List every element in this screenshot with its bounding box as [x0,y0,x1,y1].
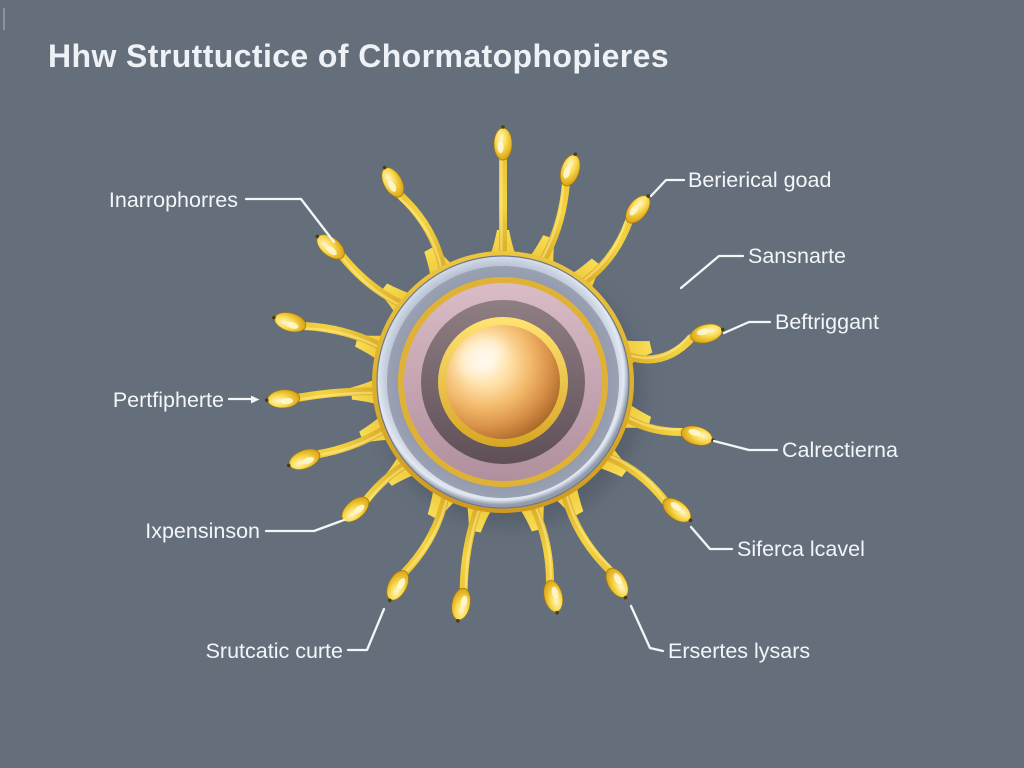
tendril-bud-highlight [563,166,571,179]
tendril-bud-tip [272,315,276,320]
tendril-bud-tip [573,152,578,156]
tendril-bud-tip [382,165,387,170]
tendril-bud-tip [286,463,291,468]
leader-line [346,607,386,652]
tendril-stem-highlight [406,489,450,572]
tendril-bud-tip [721,327,725,332]
label-siferca-lcavel: Siferca lcavel [737,537,865,561]
tendril-bud-highlight [613,573,622,585]
cell-body [376,255,630,509]
leader-line [722,320,772,335]
part-labels: Inarrophorres Pertfipherte Ixpensinson S… [109,168,898,663]
label-beftriggant: Beftriggant [775,310,879,334]
label-calrectierna: Calrectierna [782,438,898,462]
leader-line [712,439,779,452]
label-inarrophorres: Inarrophorres [109,188,238,212]
tendril-bud-tip [555,610,559,615]
tendril-bud-highlight [326,246,337,256]
leader-line [629,604,665,653]
tendril-bud-highlight [302,456,315,465]
tendril-bud-highlight [688,429,701,437]
tendril-bud-tip [623,595,628,600]
tendril-bud-tip [456,618,460,623]
tendril-stem-highlight [563,486,611,568]
tendril-bud-highlight [387,180,397,192]
tendril-bud-highlight [286,321,299,329]
leader-arrowhead [251,395,260,404]
tendril-bud-highlight [696,328,709,336]
tendril-bud-tip [646,194,651,198]
leader-lines [227,178,779,653]
tendril-bud-highlight [354,504,365,515]
tendril-bud-highlight [280,397,294,405]
core-highlight [458,338,504,376]
leader-line [649,178,686,198]
leader-line [679,254,745,290]
leader-line [264,518,346,533]
label-berierical-goad: Berierical goad [688,168,831,192]
cell-core [446,325,560,439]
tendril-bud-tip [264,398,269,402]
tendril-bud-highlight [551,586,559,599]
tendril-bud-tip [387,598,392,603]
label-sansnarte: Sansnarte [748,244,846,268]
tendril-bud-highlight [397,578,406,590]
tendril-bud-tip [501,125,505,129]
tendril-stem [559,484,615,575]
label-pertfipherte: Pertfipherte [113,388,224,412]
label-ersertes-lysars: Ersertes lysars [668,639,810,663]
tendril-stem [395,190,449,280]
page-title: Hhw Struttuctice of Chormatophopieres [48,38,670,74]
leader-line [244,197,336,244]
tendril-bud-highlight [670,501,682,511]
tendril-stem [574,216,634,290]
tendril-bud-highlight [629,204,639,216]
label-srutcatic-curte: Srutcatic curte [206,639,343,663]
tendril-stem-highlight [575,221,627,287]
tendril-bud-tip [315,234,320,239]
tendril-bud-highlight [460,595,468,608]
tendril-bud-tip [688,518,693,523]
corner-line-artifact [3,8,5,30]
tendril-bud-highlight [497,140,504,154]
label-ixpensinson: Ixpensinson [145,519,260,543]
leader-line [689,525,734,551]
